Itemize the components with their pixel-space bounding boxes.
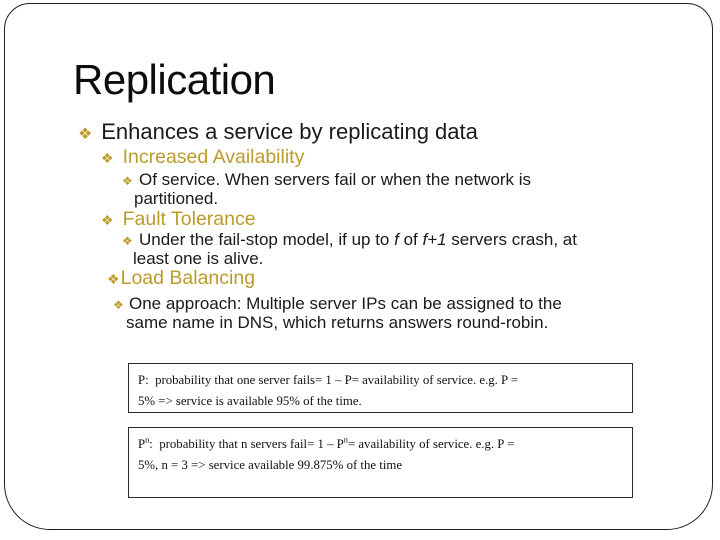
bullet-diamond-icon: ❖ (78, 126, 93, 143)
note-text: 5% => service is available 95% of the ti… (138, 394, 362, 408)
bullet-text: One approach: Multiple server IPs can be… (128, 294, 562, 313)
bullet-item-load-balancing: ❖Load Balancing (107, 267, 255, 290)
bullet-text: Increased Availability (122, 146, 305, 168)
bullet-text: Fault Tolerance (122, 208, 256, 230)
bullet-text: Load Balancing (120, 267, 256, 289)
note-text: = availability of service. e.g. P = (347, 437, 515, 451)
bullet-text: of (398, 230, 423, 249)
bullet-item-increased-availability: ❖ Increased Availability (101, 146, 304, 169)
note-superscript-n: n (343, 435, 348, 445)
bullet-text: Enhances a service by replicating data (101, 119, 478, 144)
slide-title: Replication (73, 56, 276, 103)
bullet-item-enhances: ❖ Enhances a service by replicating data (78, 119, 478, 145)
probability-note-box-single-server: P: probability that one server fails= 1 … (128, 363, 633, 413)
bullet-diamond-icon: ❖ (113, 298, 124, 312)
bullet-item-fault-tolerance: ❖ Fault Tolerance (101, 208, 256, 231)
probability-note-box-n-servers: Pn: probability that n servers fail= 1 –… (128, 427, 633, 498)
bullet-text: partitioned. (134, 189, 219, 208)
bullet-item-of-service: ❖ Of service. When servers fail or when t… (122, 171, 531, 207)
note-superscript-n: n (145, 435, 150, 445)
slide-border-frame (4, 3, 713, 530)
bullet-item-fail-stop: ❖ Under the fail-stop model, if up to f o… (122, 231, 577, 267)
note-text: P: probability that one server fails= 1 … (138, 373, 519, 387)
bullet-diamond-icon: ❖ (101, 212, 114, 228)
bullet-text: servers crash, at (446, 230, 577, 249)
bullet-diamond-icon: ❖ (122, 174, 133, 188)
bullet-diamond-icon: ❖ (107, 271, 120, 287)
bullet-text: Of service. When servers fail or when th… (138, 170, 532, 189)
note-text: P (138, 437, 146, 451)
bullet-text: same name in DNS, which returns answers … (126, 313, 549, 332)
bullet-text-italic-f: f (394, 230, 399, 249)
bullet-diamond-icon: ❖ (122, 234, 133, 248)
bullet-diamond-icon: ❖ (101, 150, 114, 166)
bullet-text: Under the fail-stop model, if up to (138, 230, 395, 249)
bullet-text-italic-f1: f+1 (422, 230, 447, 249)
bullet-item-one-approach: ❖ One approach: Multiple server IPs can b… (113, 295, 562, 331)
note-text: : probability that n servers fail= 1 – P (149, 437, 344, 451)
bullet-text: least one is alive. (133, 249, 264, 268)
note-text: 5%, n = 3 => service available 99.875% o… (138, 458, 403, 472)
